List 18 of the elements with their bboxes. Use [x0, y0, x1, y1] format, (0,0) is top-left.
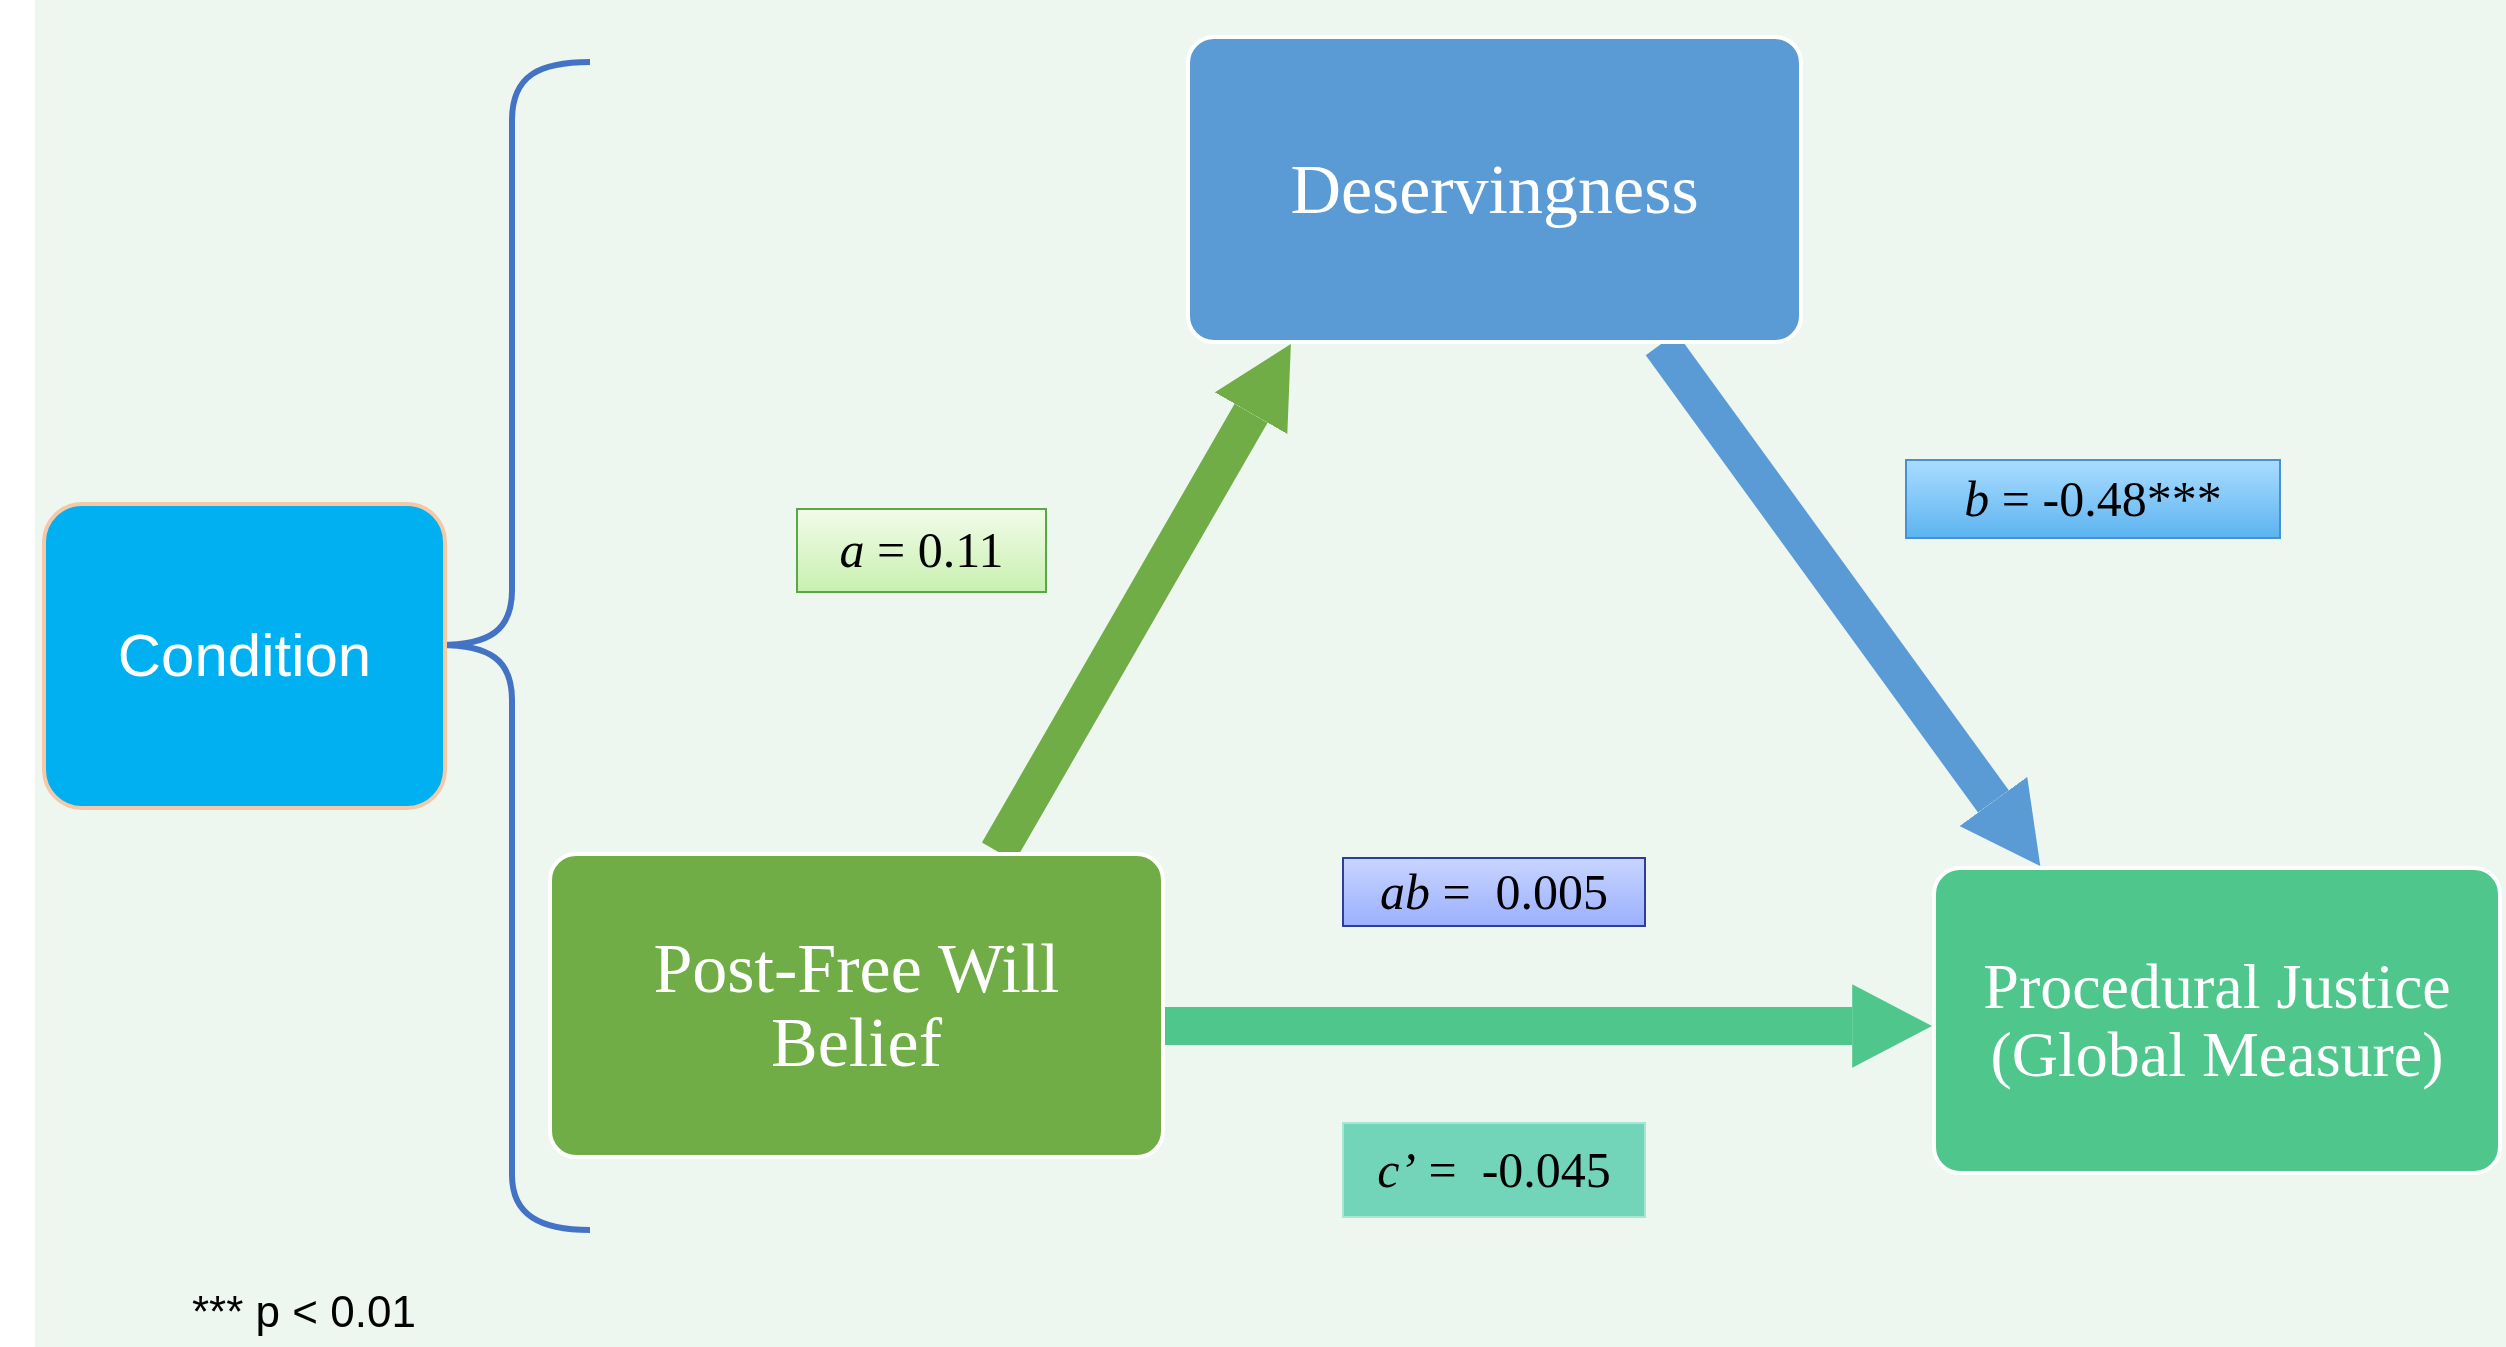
coefficient-box — [796, 508, 1047, 593]
node-text: ab = 0.005 — [1379, 862, 1609, 922]
node-text: Procedural Justice (Global Measure) — [1982, 953, 2452, 1088]
variable-box — [1186, 35, 1803, 344]
node-text: Condition — [117, 621, 372, 691]
variable-box — [548, 852, 1165, 1159]
coefficient-box — [1342, 1122, 1646, 1218]
node-text: b = -0.48*** — [1964, 469, 2222, 529]
coefficient-box — [1905, 459, 2281, 539]
node-text: c’ = -0.045 — [1377, 1140, 1611, 1200]
node-text: a = 0.11 — [839, 521, 1004, 580]
footnote: *** p < 0.01 — [192, 1288, 416, 1337]
node-text: Post-Free Will Belief — [652, 932, 1061, 1079]
variable-box — [42, 502, 447, 810]
coefficient-box — [1342, 857, 1646, 927]
arrow — [1165, 984, 1932, 1068]
variable-box — [1932, 866, 2502, 1175]
node-text: Deservingness — [1290, 150, 1699, 230]
